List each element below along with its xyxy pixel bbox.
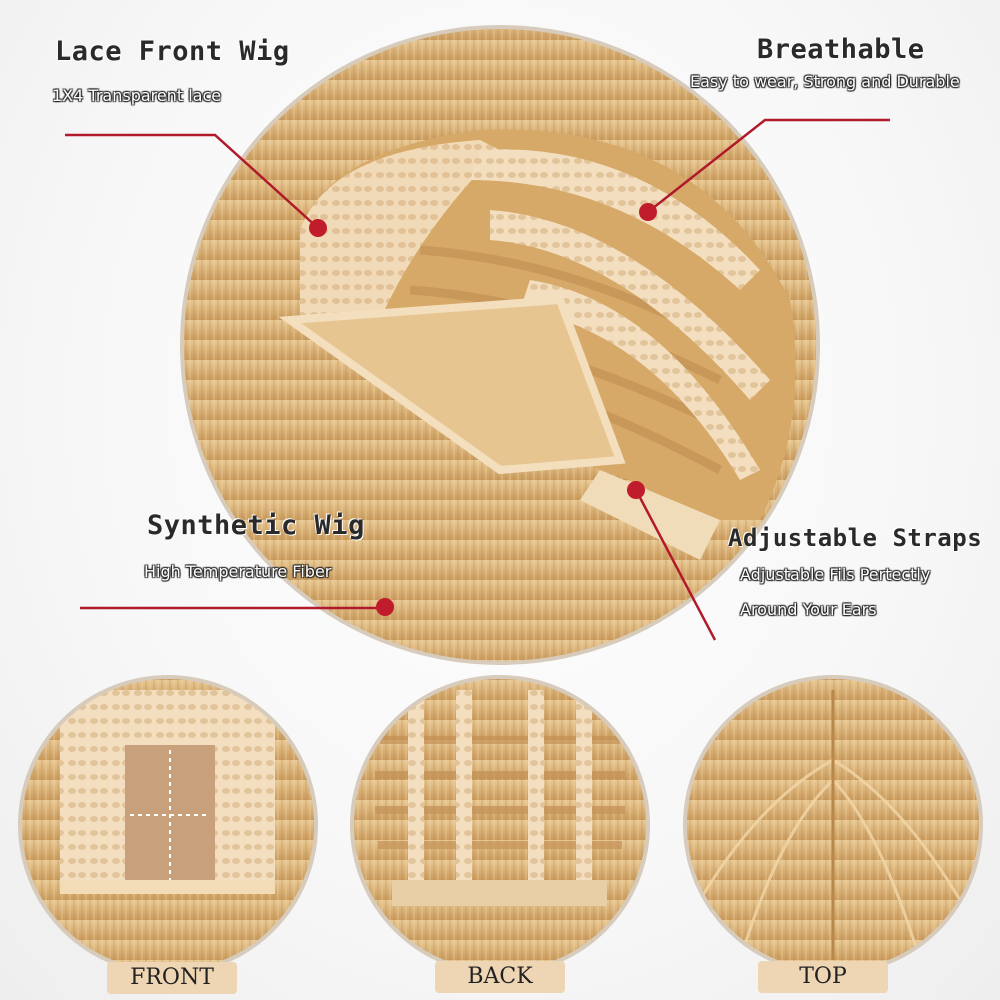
back-view-image xyxy=(352,677,648,973)
front-label: FRONT xyxy=(107,962,237,994)
callout-dots xyxy=(309,203,657,616)
breathable-title: Breathable xyxy=(757,34,925,65)
breathable-subtitle: Easy to wear, Strong and Durable xyxy=(690,72,960,91)
callout-lines xyxy=(65,118,890,641)
straps-title: Adjustable Straps xyxy=(728,524,983,552)
lace-front-title: Lace Front Wig xyxy=(55,36,290,67)
back-label: BACK xyxy=(435,961,565,993)
straps-subtitle-line2: Around Your Ears xyxy=(740,600,877,619)
top-view-image xyxy=(685,677,981,973)
straps-subtitle-line1: Adjustable Fils Pertectly xyxy=(740,565,931,584)
lace-front-subtitle: 1X4 Transparent lace xyxy=(52,86,222,105)
top-label: TOP xyxy=(758,961,888,993)
front-view-image xyxy=(20,677,316,973)
synthetic-title: Synthetic Wig xyxy=(147,510,365,541)
synthetic-subtitle: High Temperature Fiber xyxy=(144,562,332,581)
